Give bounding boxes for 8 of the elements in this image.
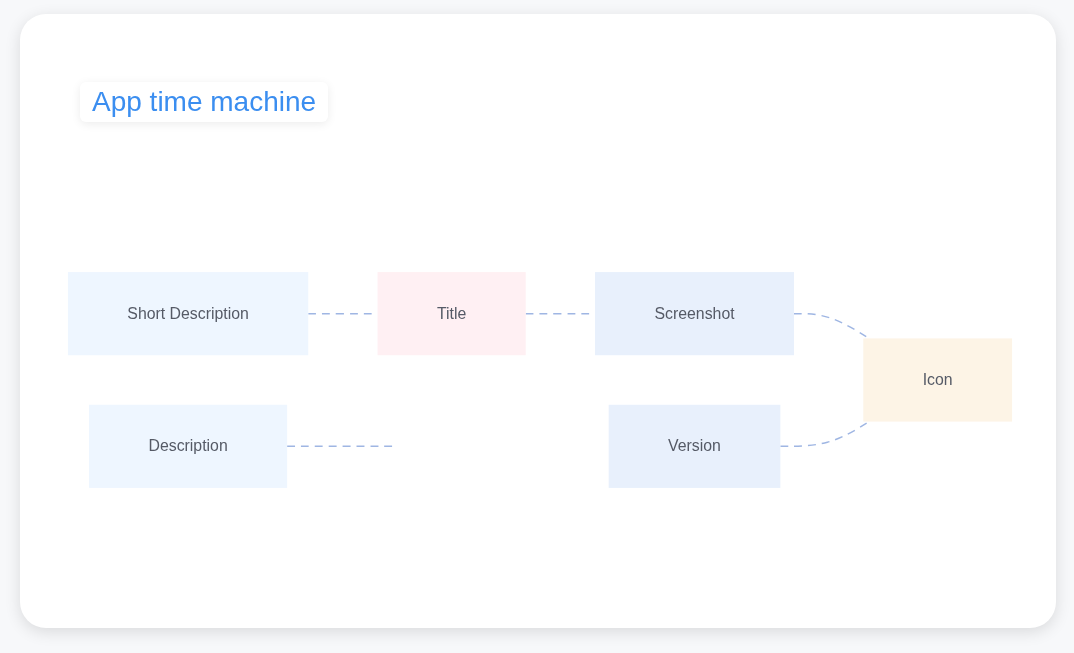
- title: App time machine: [80, 82, 329, 122]
- connector: [286, 445, 393, 448]
- node-box: Screenshot: [595, 272, 794, 356]
- node-box: Title: [377, 272, 526, 356]
- node-box: Version: [608, 404, 781, 488]
- node-box: Short Description: [67, 272, 309, 356]
- node-box: Icon: [863, 338, 1013, 422]
- node-box: Description: [89, 404, 288, 488]
